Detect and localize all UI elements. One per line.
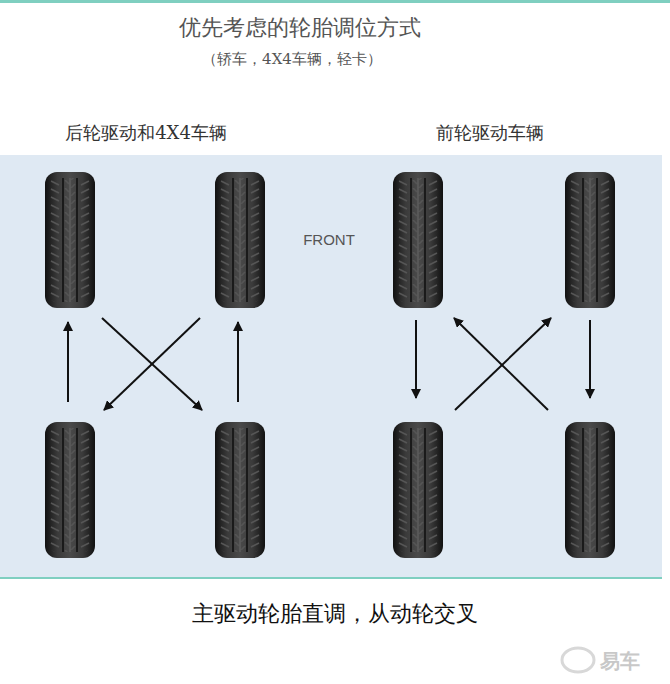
front-label: FRONT [303, 231, 355, 249]
watermark: 易车 [600, 649, 640, 673]
subtitle: （轿车，4X4车辆，轻卡） [202, 50, 382, 68]
title: 优先考虑的轮胎调位方式 [179, 15, 421, 41]
caption: 主驱动轮胎直调，从动轮交叉 [192, 601, 478, 627]
group-heading: 前轮驱动车辆 [436, 122, 544, 144]
group-heading: 后轮驱动和4X4车辆 [65, 122, 227, 144]
